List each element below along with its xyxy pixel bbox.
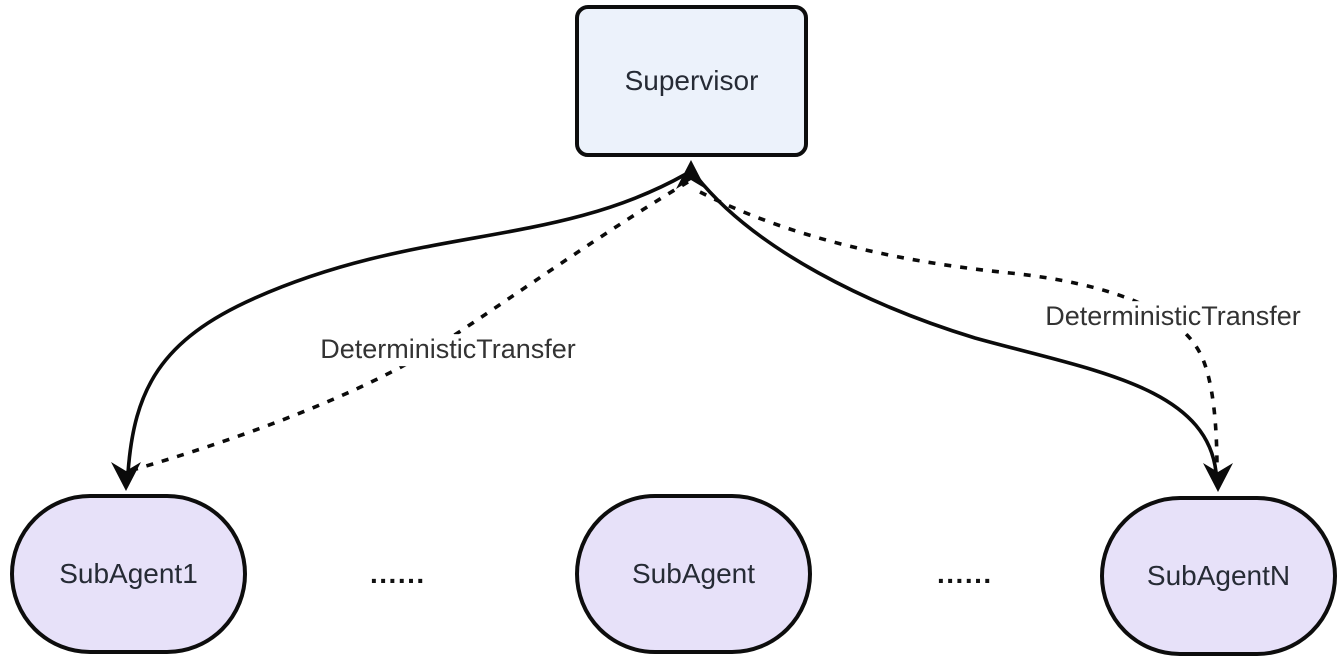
node-subagentn-label: SubAgentN bbox=[1146, 560, 1291, 591]
edge-supervisor-to-subagentn-solid bbox=[694, 174, 1218, 474]
ellipsis-right: ...... bbox=[937, 558, 993, 589]
node-subagent: SubAgent bbox=[575, 494, 812, 654]
edge-label-deterministic-transfer-right: DeterministicTransfer bbox=[1040, 301, 1306, 333]
node-supervisor-label: Supervisor bbox=[624, 65, 759, 96]
node-subagent1-label: SubAgent1 bbox=[59, 558, 198, 589]
node-subagent-label: SubAgent bbox=[632, 558, 755, 589]
arrowhead-into-subagentn bbox=[1203, 463, 1233, 492]
node-subagent1: SubAgent1 bbox=[10, 494, 247, 654]
ellipsis-left: ...... bbox=[370, 558, 426, 589]
node-supervisor: Supervisor bbox=[575, 5, 808, 157]
edge-label-deterministic-transfer-left: DeterministicTransfer bbox=[315, 334, 581, 366]
edge-subagentn-to-supervisor-dashed bbox=[699, 190, 1219, 471]
arrowhead-into-subagent1 bbox=[111, 462, 141, 491]
edge-subagent1-to-supervisor-solid bbox=[126, 172, 688, 475]
arrowhead-into-supervisor bbox=[676, 160, 706, 189]
edge-supervisor-to-subagent1-dashed bbox=[135, 180, 689, 471]
node-subagentn: SubAgentN bbox=[1100, 496, 1337, 656]
